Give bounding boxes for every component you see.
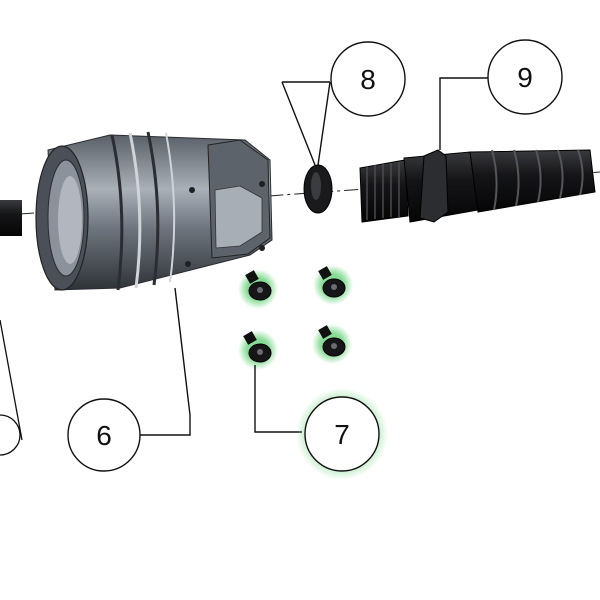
callout-7: 7 — [304, 396, 380, 472]
callout-6-label: 6 — [96, 420, 112, 451]
connector-housing — [35, 131, 273, 291]
callout-6: 6 — [67, 398, 141, 472]
left-stub-part — [0, 200, 23, 456]
o-ring — [303, 164, 333, 214]
callout-8: 8 — [330, 41, 406, 117]
screw-bottom-left — [238, 330, 278, 370]
callout-7-label: 7 — [334, 419, 350, 450]
cable-gland — [359, 149, 596, 223]
callout-9: 9 — [487, 39, 563, 115]
screw-top-right — [313, 265, 353, 305]
leader-6 — [140, 287, 191, 436]
leader-8 — [281, 81, 331, 166]
screw-bottom-right — [312, 324, 352, 364]
leader-9 — [439, 77, 488, 150]
leader-7 — [254, 365, 302, 433]
leader-lines — [140, 77, 488, 436]
screw-top-left — [238, 269, 278, 309]
callout-9-label: 9 — [517, 62, 533, 93]
callout-8-label: 8 — [360, 64, 376, 95]
cap-screws — [238, 265, 353, 370]
